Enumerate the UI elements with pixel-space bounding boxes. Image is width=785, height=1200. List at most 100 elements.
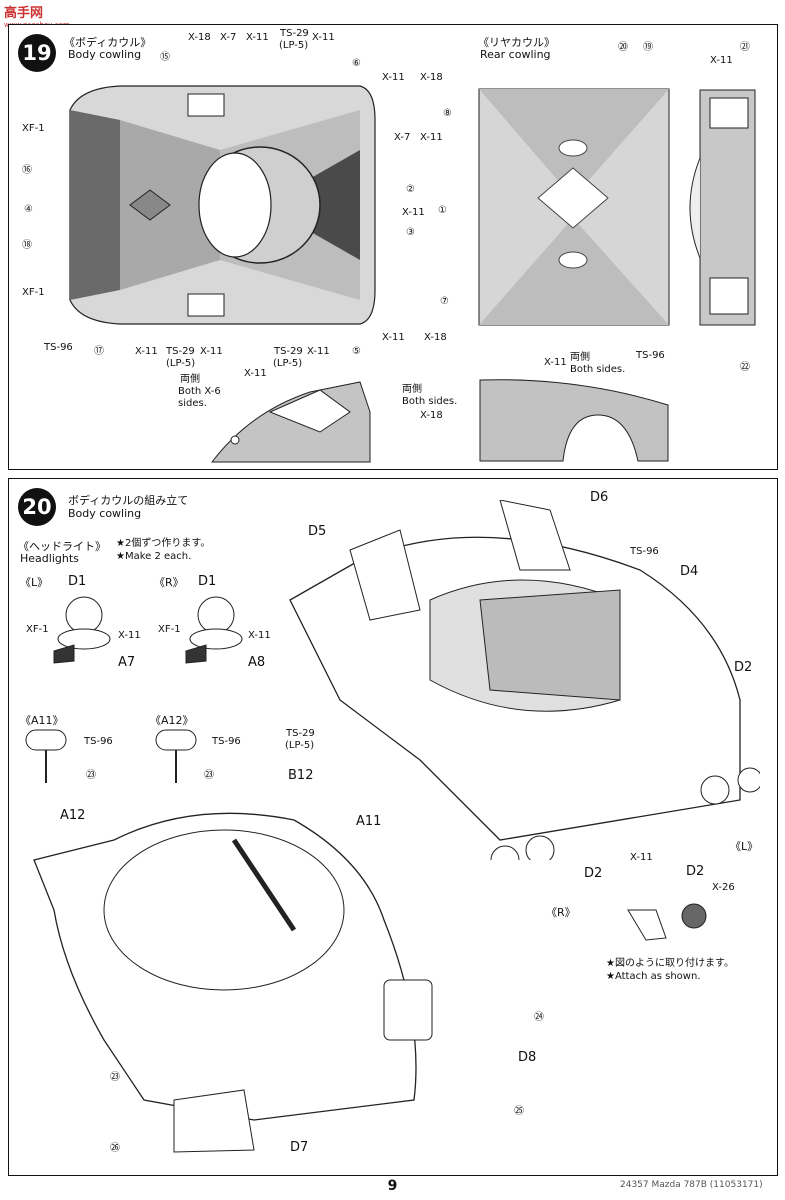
label-ts96: TS-96 [636,350,665,361]
attach-note-jp: ★図のように取り付けます。 [606,958,734,969]
label-x11-r: X-11 [248,630,271,641]
make-two-en: ★Make 2 each. [116,551,192,562]
label-ts96-a11: TS-96 [84,736,113,747]
d2-attach-detail [627,903,707,941]
label-x18: X-18 [424,332,447,343]
side-profile-illustration [210,381,371,463]
part-d1-right: D1 [198,574,217,589]
label-x11: X-11 [544,357,567,368]
label-ts29-b12: TS-29 [286,728,315,739]
label-lp5: (LP-5) [279,40,309,51]
label-c18: ⑱ [22,240,32,251]
rear-cowling-end-view [689,89,756,326]
part-a8: A8 [248,655,266,670]
label-x11: X-11 [420,132,443,143]
label-lp5-b12: (LP-5) [285,740,315,751]
car-rear-assembly-illustration [289,500,760,860]
rear-fender-illustration [479,379,669,462]
step-19-title-en: Body cowling [68,48,142,61]
label-x18: X-18 [420,72,443,83]
part-a7: A7 [118,655,136,670]
label-both-sides-jp-3: 両側 [570,352,590,363]
label-c7: ⑦ [440,296,449,307]
mirror-a11-part [25,729,67,783]
part-d2-a: D2 [734,660,753,675]
part-d2-c: D2 [686,864,705,879]
label-x11: X-11 [382,72,405,83]
label-x7: X-7 [220,32,237,43]
rear-cowling-illustration [478,88,670,326]
label-c15: ⑮ [160,52,170,63]
label-x26: X-26 [712,882,735,893]
label-both-sides-en-2: Both sides. [402,396,458,407]
label-c6: ⑥ [352,58,361,69]
step-19-title-jp: 《ボディカウル》 [64,36,152,49]
label-both-sides-jp-2: 両側 [402,384,422,395]
label-xf1: XF-1 [22,287,45,298]
part-d1-left: D1 [68,574,87,589]
part-d7: D7 [290,1140,309,1155]
part-a11: A11 [356,814,382,829]
label-c8: ⑧ [443,108,452,119]
part-d2-b: D2 [584,866,603,881]
label-both-sides-jp: 両側 [180,374,200,385]
label-c17: ⑰ [94,346,104,357]
headlight-left-assembly [53,596,111,664]
label-ts96-a12: TS-96 [212,736,241,747]
label-x11: X-11 [135,346,158,357]
footer-code: 24357 Mazda 787B (11053171) [620,1180,763,1190]
label-x11: X-11 [382,332,405,343]
step-20-number: 20 [18,488,56,526]
label-x7: X-7 [394,132,411,143]
part-d4: D4 [680,564,699,579]
label-lp5: (LP-5) [273,358,303,369]
label-x11: X-11 [307,346,330,357]
label-c19: ⑲ [643,42,653,53]
label-x11-step20: X-11 [630,852,653,863]
label-c4: ④ [24,204,33,215]
part-a12: A12 [60,808,86,823]
car-top-view-illustration [69,85,376,325]
part-d5: D5 [308,524,327,539]
label-both-sides-en-3: Both sides. [570,364,626,375]
label-x11-l: X-11 [118,630,141,641]
car-front-assembly-illustration [33,812,433,1153]
step-20-title-en: Body cowling [68,507,142,520]
rear-cowling-title-jp: 《リヤカウル》 [478,36,555,49]
label-both-x6-b: sides. [178,398,207,409]
a12-label: 《A12》 [150,714,194,727]
label-c21: ㉑ [740,42,750,53]
part-d8: D8 [518,1050,537,1065]
label-x18: X-18 [420,410,443,421]
label-ts96: TS-96 [44,342,73,353]
label-c73-a11: ㉓ [86,770,96,781]
label-c5: ⑤ [352,346,361,357]
label-c16: ⑯ [22,165,32,176]
label-x11: X-11 [200,346,223,357]
headlight-r-callout: 《R》 [546,906,576,919]
headlights-title-jp: 《ヘッドライト》 [18,540,106,553]
label-c24: ㉔ [534,1012,544,1023]
headlight-right-assembly [185,596,243,664]
label-c3: ③ [406,227,415,238]
label-lp5: (LP-5) [166,358,196,369]
step-19-number: 19 [18,34,56,72]
label-c20: ⑳ [618,42,628,53]
label-x18: X-18 [188,32,211,43]
label-ts29: TS-29 [274,346,303,357]
rear-cowling-title-en: Rear cowling [480,48,551,61]
page-number: 9 [387,1178,398,1194]
label-x11: X-11 [246,32,269,43]
label-x11: X-11 [710,55,733,66]
part-b12: B12 [288,768,314,783]
label-c25: ㉕ [514,1106,524,1117]
label-xf1-l: XF-1 [26,624,49,635]
headlights-title-en: Headlights [20,552,79,565]
mirror-a12-part [155,729,197,783]
label-both-x6-a: Both X-6 [178,386,221,397]
make-two-jp: ★2個ずつ作ります。 [116,538,211,549]
label-xf1: XF-1 [22,123,45,134]
label-c22: ㉒ [740,362,750,373]
label-ts29: TS-29 [280,28,309,39]
label-x11: X-11 [402,207,425,218]
